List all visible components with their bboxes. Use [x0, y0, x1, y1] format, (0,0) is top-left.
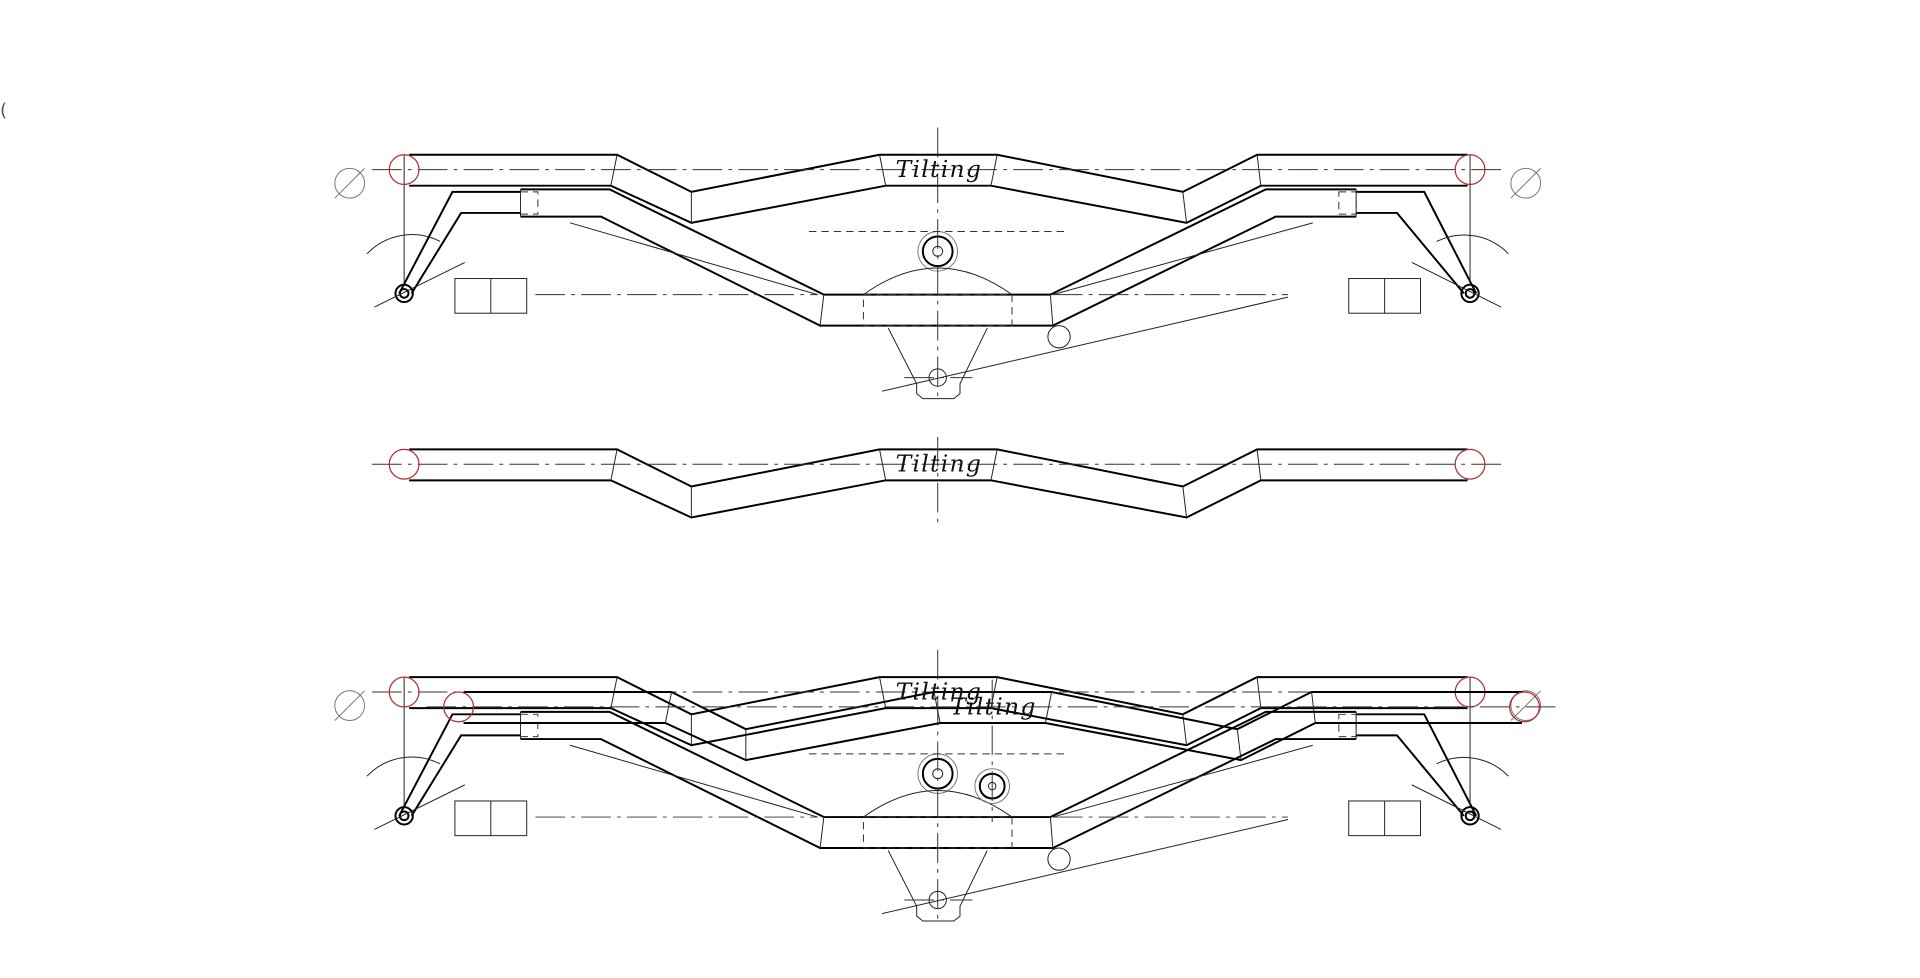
tilting-label-shifted: Tilting: [950, 692, 1037, 720]
bottom-view-assembly: Tilting Tilting: [333, 648, 1561, 926]
tilting-label: Tilting: [896, 155, 983, 183]
tilting-label: Tilting: [896, 450, 983, 478]
top-view-assembly: Tilting: [333, 126, 1542, 404]
middle-view-bar: Tilting: [370, 437, 1506, 524]
tilting-label: Tilting: [896, 677, 983, 705]
stray-bracket-mark: (: [0, 100, 8, 121]
tilted-handlebar: Tilting: [425, 679, 1561, 823]
